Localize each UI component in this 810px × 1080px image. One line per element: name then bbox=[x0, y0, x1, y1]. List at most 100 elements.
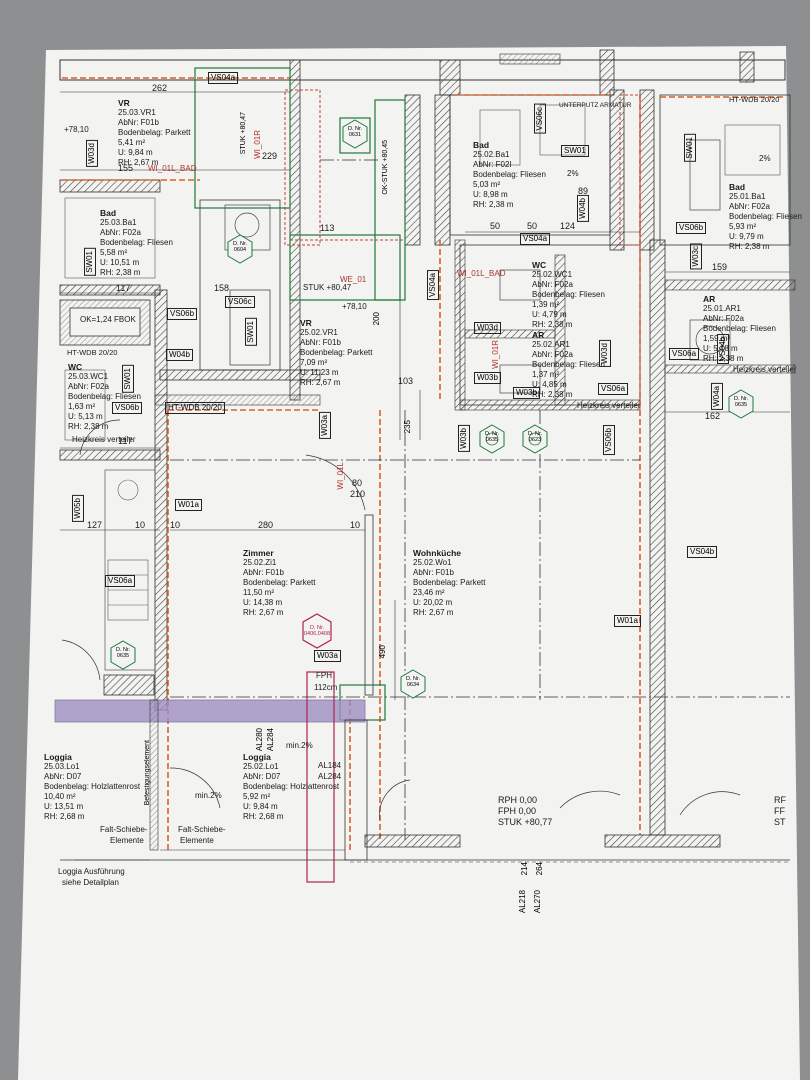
label-wi01l: WI_01L bbox=[336, 462, 345, 490]
dim-127: 127 bbox=[87, 520, 103, 530]
level-78-10-mid: +78,10 bbox=[342, 302, 367, 311]
label-fph-element: FPH bbox=[316, 671, 332, 680]
label-ht-wdb-right: HT-WDB 20/20 bbox=[729, 95, 780, 104]
label-we01: WE_01 bbox=[340, 275, 367, 284]
hex-marker-0406: D. Nr.0406,0408 bbox=[304, 625, 330, 637]
label-slope-min2-b: min.2% bbox=[286, 741, 313, 750]
dim-214: 214 bbox=[520, 862, 529, 876]
tag-w04a: W04a bbox=[711, 383, 723, 410]
label-falt-b-1: Falt-Schiebe- bbox=[178, 825, 226, 834]
label-wi01l-bad: WI_01L_BAD bbox=[148, 164, 197, 173]
hex-marker-0631: D. Nr.0631 bbox=[347, 126, 363, 138]
dim-50-a: 50 bbox=[490, 221, 501, 231]
label-stuk-vertical: STUK +80,47 bbox=[240, 112, 247, 155]
tag-w03d-a: W03d bbox=[474, 322, 501, 334]
tag-vs06c-b: VS06c bbox=[534, 104, 546, 134]
dim-280: 280 bbox=[258, 520, 274, 530]
label-falt-a-2: Elemente bbox=[110, 836, 144, 845]
level-78-10-left: +78,10 bbox=[64, 125, 89, 134]
hex-marker-0635-c: D. Nr.0635 bbox=[733, 396, 749, 408]
tag-vs06b-a: VS06b bbox=[167, 308, 198, 320]
tag-vs04b-b: VS04b bbox=[687, 546, 718, 558]
label-al218: AL218 bbox=[518, 890, 527, 914]
tag-sw01-c: SW01 bbox=[245, 318, 257, 346]
tag-w01a-b: W01a bbox=[614, 615, 641, 627]
tag-w04b-b: W04b bbox=[577, 195, 589, 222]
label-falt-a-1: Falt-Schiebe- bbox=[100, 825, 148, 834]
label-al280: AL280 bbox=[255, 728, 264, 752]
tag-sw01-e: SW01 bbox=[684, 134, 696, 162]
label-slope-2: 2% bbox=[567, 169, 579, 178]
label-slope-min2: min.2% bbox=[195, 791, 222, 800]
level-rph: RPH 0,00 bbox=[498, 795, 538, 805]
dim-113: 113 bbox=[320, 223, 335, 233]
dim-89: 89 bbox=[578, 186, 589, 196]
label-heizkreis-right: Heizkreis verteiler bbox=[733, 365, 797, 374]
label-unterputz: UNTERPUTZ ARMATUR bbox=[559, 102, 632, 109]
label-heizkreis-mid: Heizkreis verteiler bbox=[577, 401, 641, 410]
level-ff-cut: FF bbox=[774, 806, 785, 816]
tag-sw01-d: SW01 bbox=[122, 365, 134, 393]
tag-vs06a-b: VS06a bbox=[598, 383, 629, 395]
dim-200: 200 bbox=[372, 312, 381, 326]
dim-162: 162 bbox=[705, 411, 721, 421]
dim-262: 262 bbox=[152, 83, 168, 93]
dim-155: 155 bbox=[118, 163, 134, 173]
hex-marker-0635-b: D. Nr.0635 bbox=[115, 647, 131, 659]
tag-vs04a-v: VS04a bbox=[427, 270, 439, 301]
tag-vs04a-mid: VS04a bbox=[520, 233, 551, 245]
dim-80: 80 bbox=[352, 478, 363, 488]
tag-w03b-c: W03b bbox=[458, 425, 470, 452]
label-slope-2-b: 2% bbox=[759, 154, 771, 163]
dim-103: 103 bbox=[398, 376, 414, 386]
dim-10-b: 10 bbox=[170, 520, 181, 530]
label-fph-112cm: 112cm bbox=[314, 683, 338, 692]
dim-124: 124 bbox=[560, 221, 576, 231]
level-stuk-80-77: STUK +80,77 bbox=[498, 817, 553, 827]
dim-117-b: 117 bbox=[118, 436, 133, 446]
level-stuk-80-47: STUK +80,47 bbox=[303, 283, 352, 292]
tag-vs04a-top: VS04a bbox=[208, 72, 239, 84]
label-falt-b-2: Elemente bbox=[180, 836, 214, 845]
hex-marker-0604: D. Nr.0604 bbox=[232, 241, 248, 253]
paper-sheet bbox=[18, 46, 800, 1080]
dim-158: 158 bbox=[214, 283, 230, 293]
dim-10-c: 10 bbox=[350, 520, 361, 530]
tag-htwdb: HT-WDB 20/20 bbox=[165, 402, 225, 414]
dim-490: 490 bbox=[378, 645, 387, 659]
dim-235: 235 bbox=[403, 420, 412, 434]
tag-vs06b-d: VS06b bbox=[603, 425, 615, 456]
tag-sw01-b: SW01 bbox=[84, 248, 96, 276]
label-ht-wdb-left: HT-WDB 20/20 bbox=[67, 348, 118, 357]
tag-w03d-c: W03d bbox=[599, 340, 611, 367]
label-heizkreis-left: Heizkreis verteiler bbox=[72, 435, 136, 444]
tag-w03d-b: W03d bbox=[86, 140, 98, 167]
tag-w03b-a: W03b bbox=[474, 372, 501, 384]
label-loggia-ausfuehrung: Loggia Ausführung bbox=[58, 867, 125, 876]
dim-10-a: 10 bbox=[135, 520, 146, 530]
label-ok-fbok: OK=1,24 FBOK bbox=[80, 315, 136, 324]
dim-264: 264 bbox=[535, 862, 544, 876]
label-wi01l-bad-2: WI_01L_BAD bbox=[457, 269, 506, 278]
label-al184: AL184 bbox=[318, 761, 342, 770]
dim-210: 210 bbox=[350, 489, 366, 499]
label-al284-b: AL284 bbox=[318, 772, 342, 781]
tag-w03a-a: W03a bbox=[319, 412, 331, 439]
level-rf-cut: RF bbox=[774, 795, 786, 805]
dim-159: 159 bbox=[712, 262, 728, 272]
label-al284: AL284 bbox=[266, 728, 275, 752]
level-st-cut: ST bbox=[774, 817, 786, 827]
tag-vs06a-c: VS06a bbox=[105, 575, 136, 587]
tag-vs06b-c: VS06b bbox=[676, 222, 707, 234]
tag-vs06b-b: VS06b bbox=[112, 402, 143, 414]
